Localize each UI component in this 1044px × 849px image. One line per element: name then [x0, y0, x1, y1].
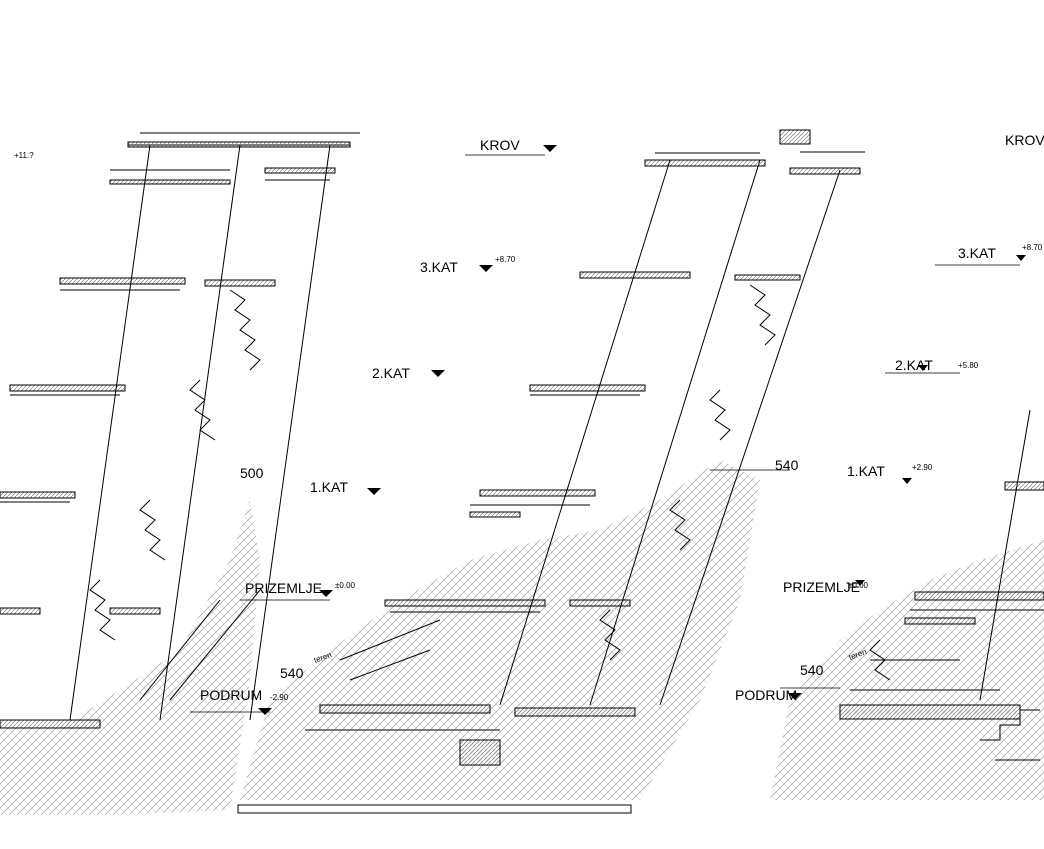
level-marker-2-right	[918, 365, 928, 371]
right-building-section	[839, 409, 1044, 761]
level-marker-basement-right	[788, 693, 802, 700]
level-marker-roof-center	[543, 145, 557, 152]
label-ground-right-elev: ±0.00	[848, 581, 869, 590]
label-roof-center: KROV	[480, 137, 520, 153]
label-ground-right: PRIZEMLJE	[783, 579, 860, 595]
level-marker-2-center	[431, 370, 445, 377]
level-marker-ground-right	[855, 580, 865, 586]
soil-hatch-right	[770, 540, 1044, 800]
label-level-1-right-elev: +2.90	[912, 463, 933, 472]
level-marker-basement-left	[258, 708, 272, 715]
level-marker-1-center	[367, 488, 381, 495]
label-level-3-right-elev: +8.70	[1022, 243, 1043, 252]
level-lines	[190, 154, 1020, 713]
label-dimension-500: 500	[240, 465, 264, 481]
label-top-left-level: +11.?	[14, 151, 34, 160]
center-building-section	[237, 129, 865, 814]
soil-hatch-left	[0, 500, 260, 815]
level-marker-ground-center	[319, 590, 333, 597]
level-marker-3-center	[479, 265, 493, 272]
label-level-2-right-elev: +5.80	[958, 361, 979, 370]
level-marker-3-right	[1016, 255, 1026, 261]
left-building-section	[0, 132, 360, 729]
label-level-3-center: 3.KAT	[420, 259, 458, 275]
drawing-labels: +11.? KROV KROV 3.KAT +8.70 2.KAT 1.KAT …	[14, 132, 1044, 703]
label-ground-center-elev: ±0.00	[335, 581, 356, 590]
label-basement-left: PODRUM	[200, 687, 262, 703]
label-level-2-center: 2.KAT	[372, 365, 410, 381]
label-level-2-right: 2.KAT	[895, 357, 933, 373]
label-ground-center: PRIZEMLJE	[245, 580, 322, 596]
label-basement-right: PODRUM	[735, 687, 797, 703]
label-dimension-540-left: 540	[280, 665, 304, 681]
label-dimension-540-right: 540	[800, 662, 824, 678]
label-level-1-center: 1.KAT	[310, 479, 348, 495]
label-basement-left-elev: -2.90	[270, 693, 289, 702]
label-level-3-right: 3.KAT	[958, 245, 996, 261]
level-marker-1-right	[902, 478, 912, 484]
level-markers	[258, 145, 1026, 715]
label-dimension-540-center: 540	[775, 457, 799, 473]
label-level-1-right: 1.KAT	[847, 463, 885, 479]
label-roof-right: KROV	[1005, 132, 1044, 148]
label-level-3-center-elev: +8.70	[495, 255, 516, 264]
